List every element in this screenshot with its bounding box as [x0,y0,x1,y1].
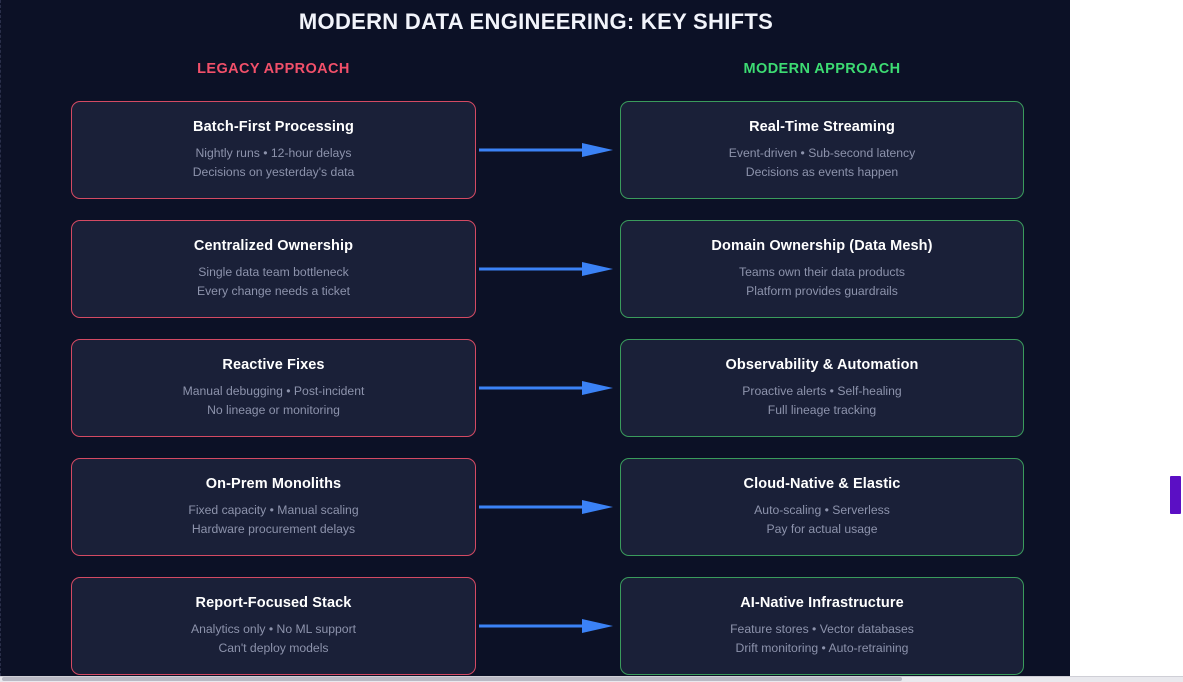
card-title: Report-Focused Stack [195,594,352,611]
card-title: On-Prem Monoliths [205,475,342,492]
arrow-right-icon [479,262,614,276]
card-detail-line: Every change needs a ticket [196,283,351,298]
legacy-card[interactable]: Centralized Ownership Single data team b… [71,220,476,318]
card-detail-line: Pay for actual usage [766,521,878,536]
modern-card[interactable]: Domain Ownership (Data Mesh) Teams own t… [620,220,1024,318]
card-title: Centralized Ownership [193,237,354,254]
comparison-row: Report-Focused Stack Analytics only • No… [1,577,1070,676]
vertical-scrollbar-thumb[interactable] [1170,476,1181,514]
card-detail-line: Auto-scaling • Serverless [754,502,890,517]
card-detail-line: No lineage or monitoring [207,402,340,417]
modern-card[interactable]: AI-Native Infrastructure Feature stores … [620,577,1024,675]
comparison-rows: Batch-First Processing Nightly runs • 12… [1,101,1070,676]
card-detail-line: Single data team bottleneck [198,264,349,279]
card-title: Batch-First Processing [193,118,354,135]
card-detail-line: Can't deploy models [218,640,329,655]
card-detail-line: Event-driven • Sub-second latency [728,145,916,160]
card-title: Reactive Fixes [222,356,325,373]
card-detail-line: Nightly runs • 12-hour delays [195,145,352,160]
modern-card[interactable]: Cloud-Native & Elastic Auto-scaling • Se… [620,458,1024,556]
comparison-row: Reactive Fixes Manual debugging • Post-i… [1,339,1070,458]
legacy-card[interactable]: Report-Focused Stack Analytics only • No… [71,577,476,675]
legacy-card[interactable]: Batch-First Processing Nightly runs • 12… [71,101,476,199]
legacy-card[interactable]: On-Prem Monoliths Fixed capacity • Manua… [71,458,476,556]
card-detail-line: Proactive alerts • Self-healing [742,383,902,398]
column-header-legacy: LEGACY APPROACH [197,61,350,77]
page-title: MODERN DATA ENGINEERING: KEY SHIFTS [298,9,774,34]
comparison-row: On-Prem Monoliths Fixed capacity • Manua… [1,458,1070,577]
card-title: Cloud-Native & Elastic [743,475,901,492]
card-detail-line: Platform provides guardrails [746,283,898,298]
card-detail-line: Manual debugging • Post-incident [182,383,365,398]
card-detail-line: Feature stores • Vector databases [730,621,914,636]
card-title: Real-Time Streaming [749,118,895,135]
arrow-right-icon [479,381,614,395]
card-title: AI-Native Infrastructure [740,594,904,611]
card-detail-line: Analytics only • No ML support [190,621,357,636]
card-detail-line: Decisions as events happen [745,164,899,179]
modern-card[interactable]: Real-Time Streaming Event-driven • Sub-s… [620,101,1024,199]
comparison-row: Batch-First Processing Nightly runs • 12… [1,101,1070,220]
card-detail-line: Teams own their data products [739,264,905,279]
card-title: Domain Ownership (Data Mesh) [711,237,933,254]
card-detail-line: Decisions on yesterday's data [192,164,355,179]
card-detail-line: Drift monitoring • Auto-retraining [735,640,909,655]
arrow-right-icon [479,143,614,157]
infographic-panel: MODERN DATA ENGINEERING: KEY SHIFTS LEGA… [0,0,1070,676]
card-detail-line: Fixed capacity • Manual scaling [188,502,359,517]
vertical-scrollbar[interactable] [1168,0,1183,676]
modern-card[interactable]: Observability & Automation Proactive ale… [620,339,1024,437]
horizontal-scrollbar-thumb[interactable] [2,677,902,681]
arrow-right-icon [479,619,614,633]
column-header-modern: MODERN APPROACH [743,61,901,77]
horizontal-scrollbar[interactable] [0,676,1183,682]
arrow-right-icon [479,500,614,514]
card-title: Observability & Automation [725,356,919,373]
comparison-row: Centralized Ownership Single data team b… [1,220,1070,339]
legacy-card[interactable]: Reactive Fixes Manual debugging • Post-i… [71,339,476,437]
card-detail-line: Hardware procurement delays [191,521,356,536]
card-detail-line: Full lineage tracking [767,402,877,417]
